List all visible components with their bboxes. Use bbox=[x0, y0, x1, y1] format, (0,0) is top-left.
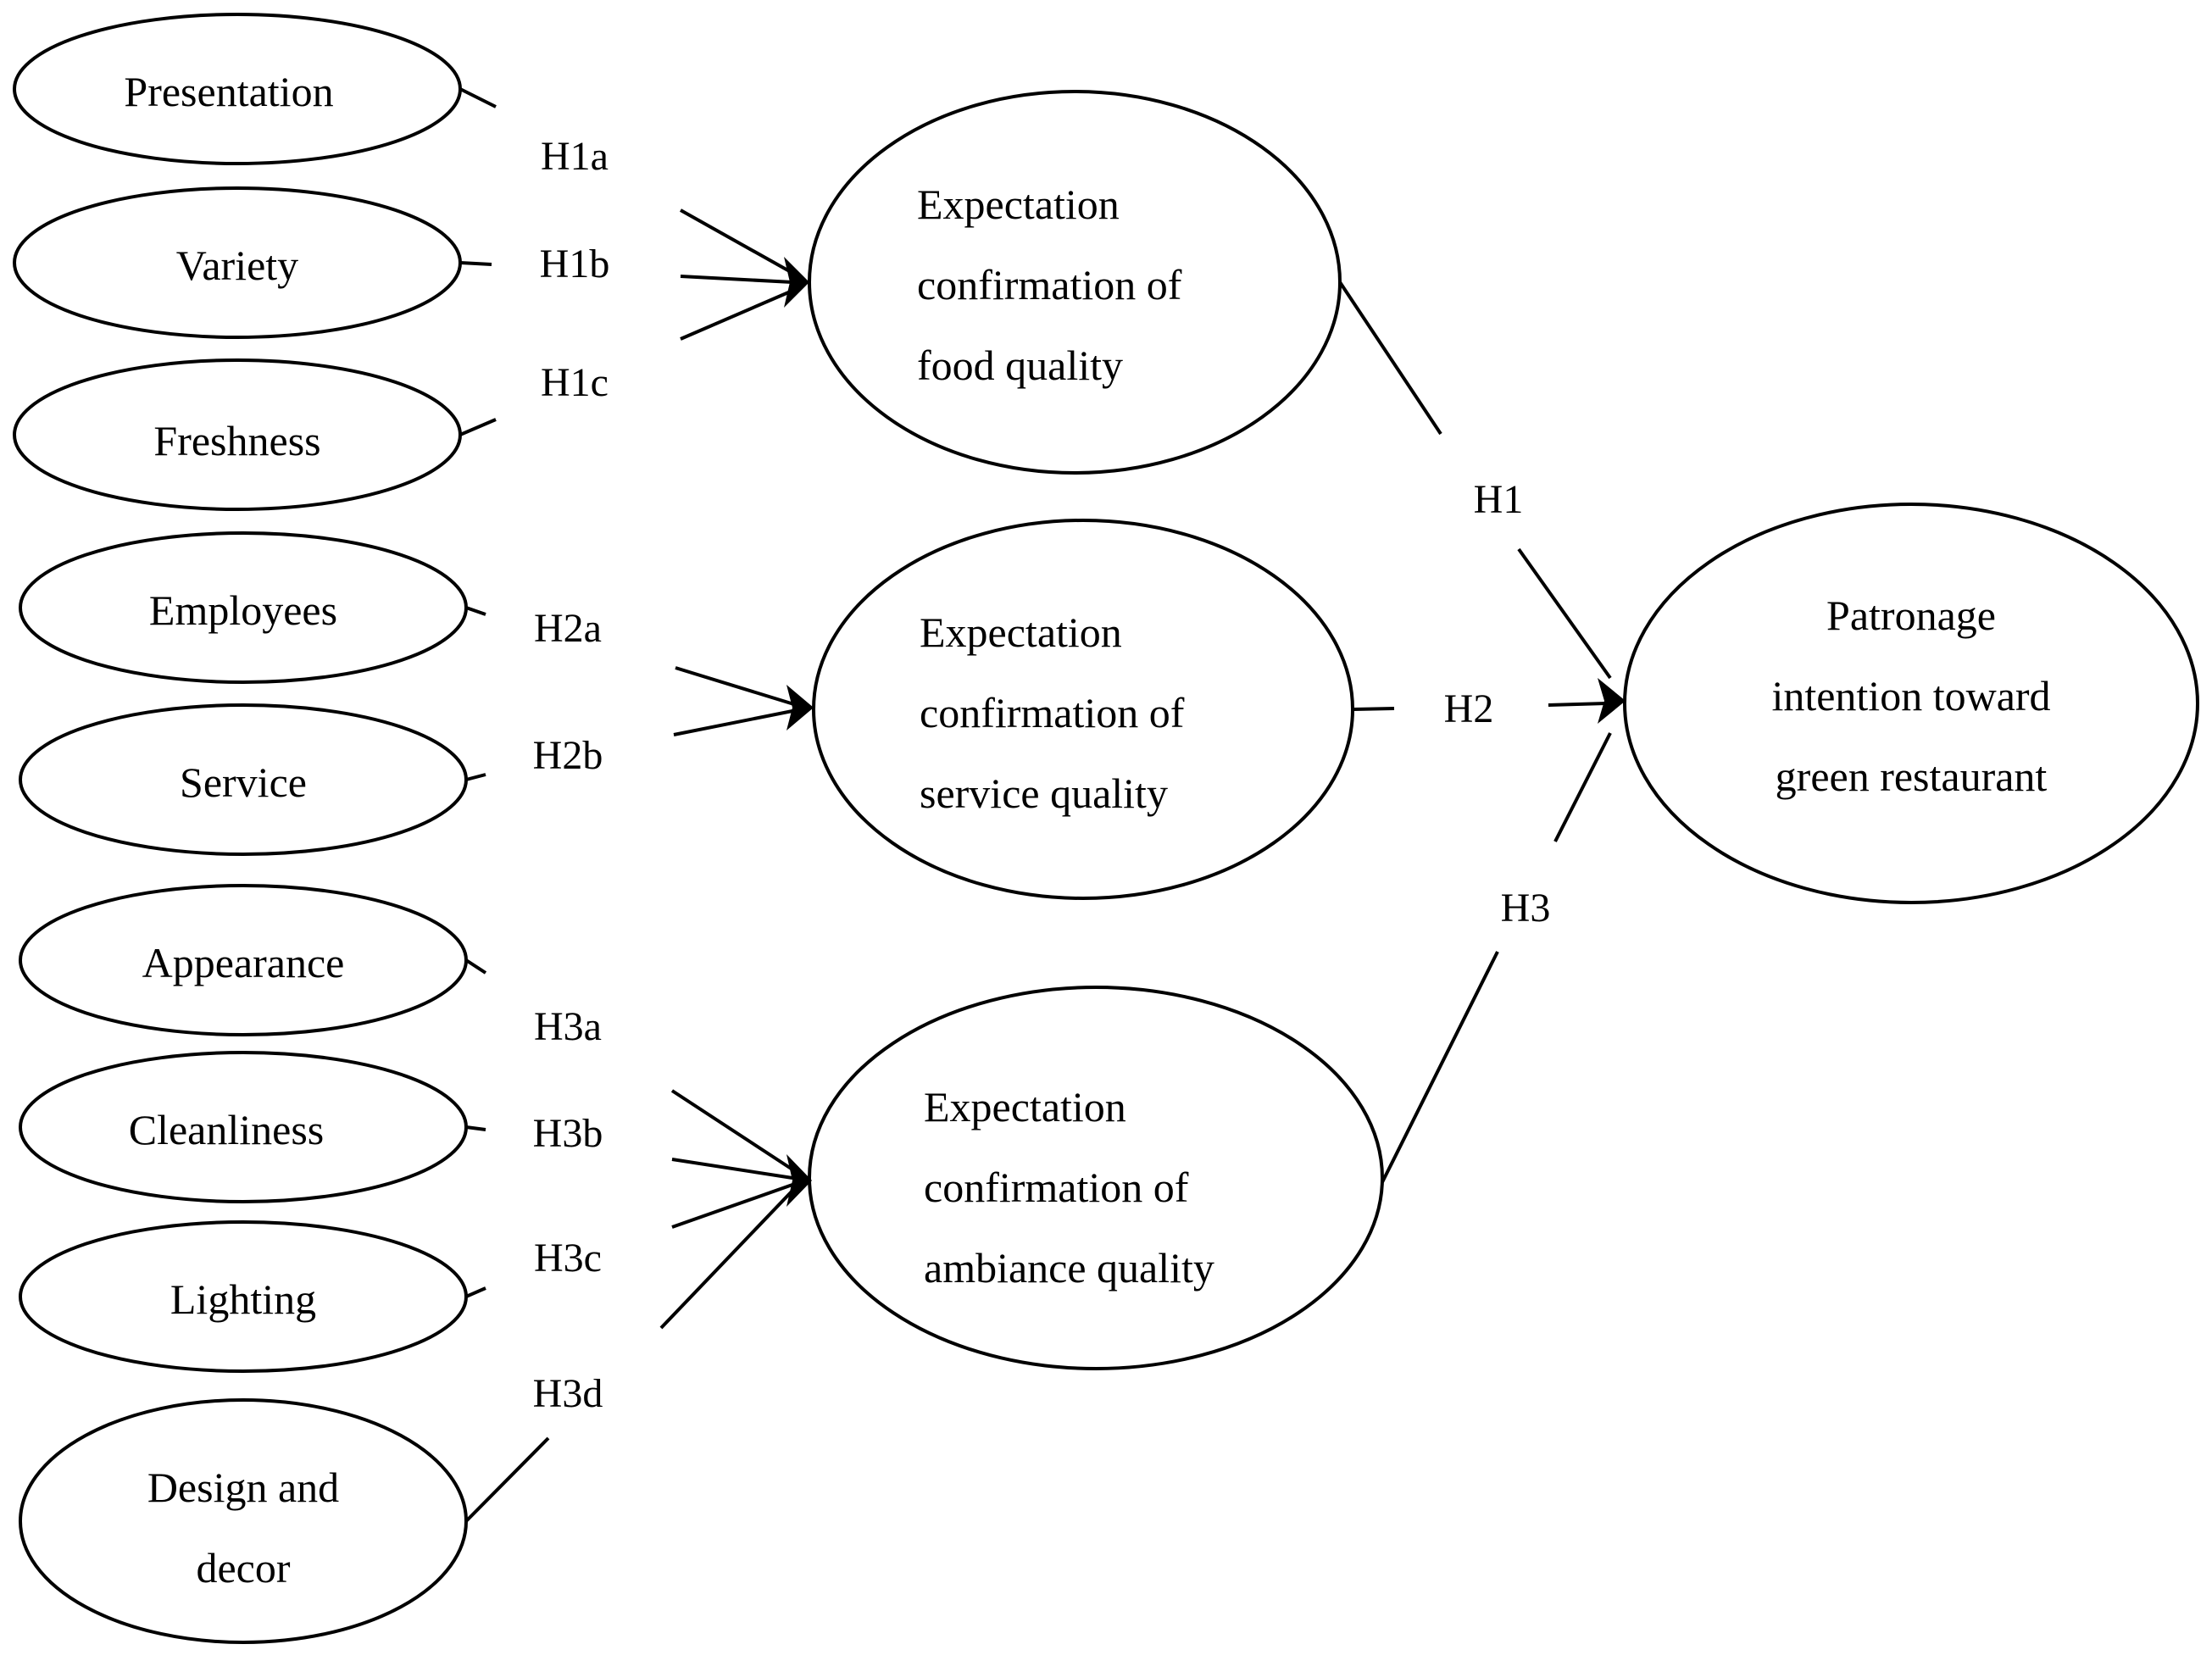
node-ambiance-quality-line3: ambiance quality bbox=[924, 1244, 1214, 1292]
node-patronage-line1: Patronage bbox=[1826, 592, 1996, 639]
edge-h1a bbox=[680, 208, 793, 275]
node-patronage-line3: green restaurant bbox=[1776, 753, 2048, 800]
edge-stub-appearance bbox=[464, 958, 487, 975]
node-cleanliness: Cleanliness bbox=[19, 1051, 468, 1203]
edge-stub-service bbox=[465, 773, 486, 781]
node-lighting: Lighting bbox=[19, 1220, 468, 1373]
node-design-and-decor: Design and decor bbox=[19, 1398, 468, 1644]
node-food-quality-line2: confirmation of bbox=[917, 261, 1182, 308]
edge-h1-upper bbox=[1338, 281, 1442, 436]
node-variety: Variety bbox=[13, 186, 462, 339]
node-food-quality-line3: food quality bbox=[917, 342, 1123, 389]
node-employees-label: Employees bbox=[149, 586, 337, 634]
edge-stub-cleanliness bbox=[465, 1125, 486, 1131]
label-h3d: H3d bbox=[533, 1371, 603, 1416]
label-h1b: H1b bbox=[540, 242, 610, 286]
node-design-label-line2: decor bbox=[196, 1544, 290, 1592]
node-ambiance-quality: Expectation confirmation of ambiance qua… bbox=[808, 986, 1384, 1370]
edge-h3-lower bbox=[1381, 951, 1499, 1183]
edge-stub-variety bbox=[459, 261, 492, 266]
edge-h3b bbox=[671, 1158, 793, 1180]
edge-h3c bbox=[671, 1183, 793, 1229]
node-ambiance-quality-line1: Expectation bbox=[924, 1083, 1126, 1130]
label-h3a: H3a bbox=[534, 1004, 602, 1049]
label-h3: H3 bbox=[1501, 886, 1551, 930]
node-food-quality: Expectation confirmation of food quality bbox=[808, 90, 1342, 475]
node-appearance: Appearance bbox=[19, 884, 468, 1036]
node-cleanliness-label: Cleanliness bbox=[129, 1106, 325, 1153]
label-h1c: H1c bbox=[541, 360, 609, 405]
edge-h3d bbox=[659, 1189, 794, 1330]
node-variety-label: Variety bbox=[176, 242, 298, 289]
label-h1: H1 bbox=[1474, 477, 1524, 522]
edge-h3a bbox=[670, 1089, 794, 1171]
node-service-quality-line2: confirmation of bbox=[920, 689, 1185, 736]
label-h2: H2 bbox=[1444, 686, 1494, 731]
arrowhead-food-quality bbox=[784, 257, 809, 308]
edge-h1c bbox=[680, 289, 793, 341]
label-h2b: H2b bbox=[533, 733, 603, 778]
edge-stub-freshness bbox=[459, 418, 497, 436]
node-service-label: Service bbox=[180, 758, 307, 806]
edge-stub-presentation bbox=[459, 87, 497, 108]
edge-h2-right bbox=[1548, 702, 1607, 707]
node-ambiance-quality-line2: confirmation of bbox=[924, 1164, 1189, 1211]
node-presentation-label: Presentation bbox=[124, 68, 333, 115]
label-h2a: H2a bbox=[534, 606, 602, 651]
edge-stub-design bbox=[464, 1436, 550, 1523]
node-patronage-intention: Patronage intention toward green restaur… bbox=[1623, 503, 2199, 904]
node-service: Service bbox=[19, 703, 468, 856]
arrowhead-outcome bbox=[1598, 678, 1626, 724]
node-freshness: Freshness bbox=[13, 358, 462, 511]
edge-h2a bbox=[675, 666, 798, 707]
edge-h1b bbox=[680, 275, 793, 284]
edge-h2-left bbox=[1353, 707, 1395, 711]
edge-stub-lighting bbox=[465, 1286, 486, 1298]
label-h3b: H3b bbox=[533, 1111, 603, 1156]
node-design-label-line1: Design and bbox=[147, 1464, 339, 1511]
node-patronage-line2: intention toward bbox=[1771, 672, 2050, 719]
node-service-quality: Expectation confirmation of service qual… bbox=[812, 519, 1354, 900]
label-h1a: H1a bbox=[541, 134, 609, 179]
node-appearance-label: Appearance bbox=[142, 939, 345, 986]
arrowhead-ambiance-quality bbox=[786, 1154, 812, 1207]
edge-h3-upper bbox=[1553, 732, 1612, 842]
node-service-quality-line3: service quality bbox=[920, 769, 1168, 817]
arrowhead-service-quality bbox=[786, 685, 814, 731]
edge-h1-lower bbox=[1517, 547, 1612, 680]
label-h3c: H3c bbox=[534, 1236, 602, 1280]
edge-h2b bbox=[673, 708, 798, 736]
node-presentation: Presentation bbox=[13, 13, 462, 165]
node-freshness-label: Freshness bbox=[153, 417, 320, 464]
node-lighting-label: Lighting bbox=[170, 1275, 316, 1323]
node-food-quality-line1: Expectation bbox=[917, 181, 1120, 228]
node-service-quality-line1: Expectation bbox=[920, 608, 1122, 656]
node-employees: Employees bbox=[19, 531, 468, 684]
edge-stub-employees bbox=[465, 606, 486, 616]
